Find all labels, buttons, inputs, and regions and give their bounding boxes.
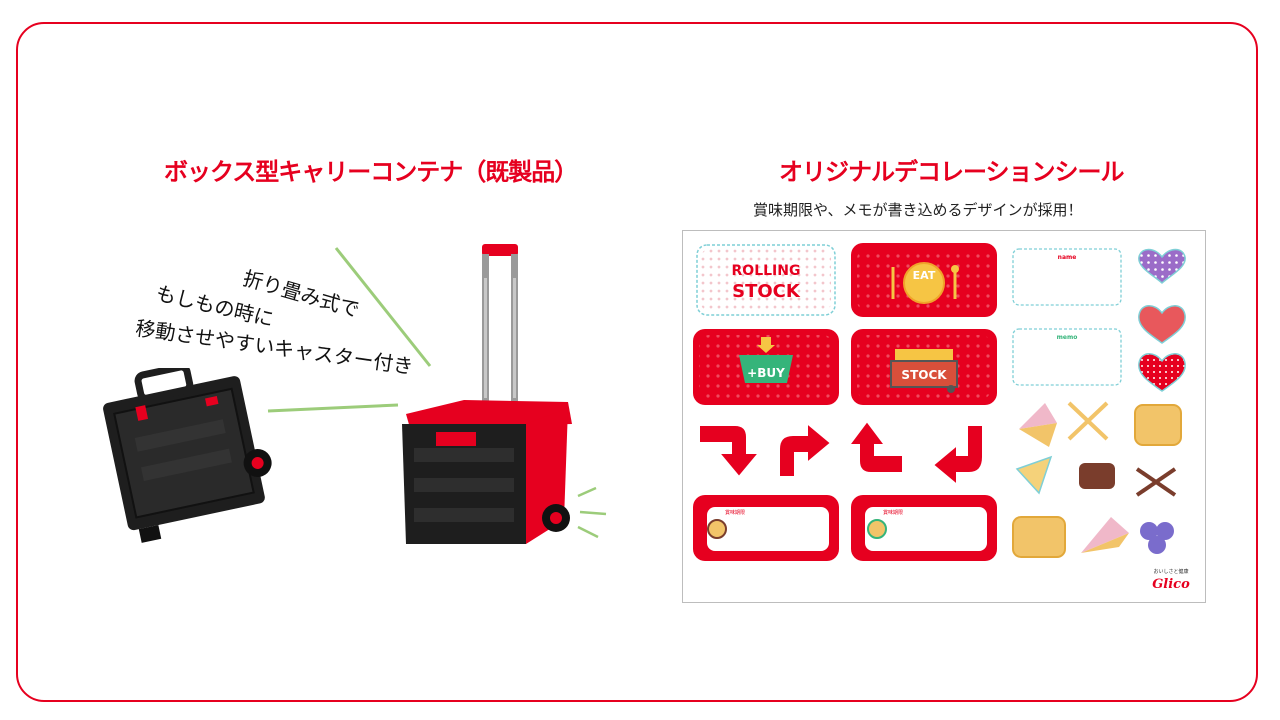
expiry-label-1: 賞味期限 <box>725 509 745 516</box>
rolling-label: ROLLING <box>732 263 801 279</box>
sticker-sheet-art: ROLLING STOCK EAT name +BUY STOCK memo <box>693 243 1190 592</box>
brand-tagline: おいしさと健康 <box>1153 568 1188 575</box>
right-subtitle: 賞味期限や、メモが書き込めるデザインが採用！ <box>753 201 1083 219</box>
memo-label: memo <box>1057 334 1078 341</box>
glico-logo: Glico <box>1152 577 1190 592</box>
eat-label: EAT <box>913 269 936 282</box>
stock-label-cart: STOCK <box>901 368 947 382</box>
expiry-label-2: 賞味期限 <box>883 509 903 516</box>
slide-frame <box>16 22 1258 702</box>
buy-label: +BUY <box>747 366 785 380</box>
stock-label-large: STOCK <box>732 281 801 302</box>
name-label: name <box>1058 254 1077 261</box>
folded-cart-image <box>103 368 272 543</box>
sticker-sheet: ROLLING STOCK EAT name +BUY STOCK memo <box>682 230 1206 603</box>
left-title: ボックス型キャリーコンテナ（既製品） <box>164 158 578 186</box>
right-title: オリジナルデコレーションシール <box>779 158 1125 186</box>
open-cart-image <box>402 244 572 544</box>
